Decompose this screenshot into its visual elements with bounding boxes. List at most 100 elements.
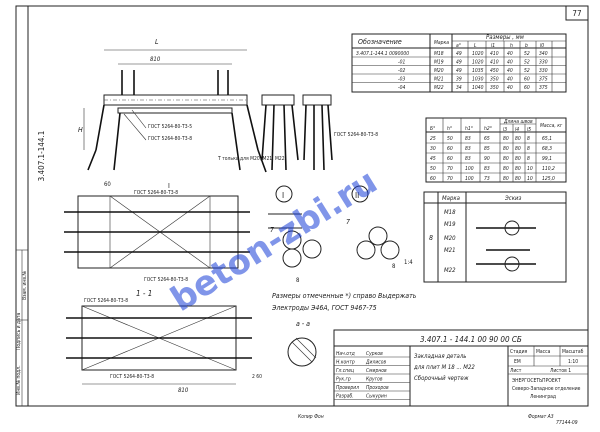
t-note: Т толька для М20, М21, М22 (217, 156, 285, 162)
table-cell: 80 (503, 136, 509, 142)
table-cell: 80 (515, 166, 521, 172)
table-cell: -04 (398, 85, 405, 91)
section-a-a: а - а (287, 320, 317, 367)
table-cell: 80 (503, 166, 509, 172)
detail-II: II 7 8 1:4 (346, 185, 413, 270)
sheet-frame (15, 5, 589, 407)
gost-callout-6: ГОСТ 5264-80-Т3-8 (84, 298, 128, 304)
svg-text:Формат А3: Формат А3 (528, 414, 554, 420)
svg-text:Длина швов: Длина швов (503, 119, 533, 125)
table-cell: 330 (539, 68, 548, 74)
svg-text:Взам. инв.№: Взам. инв.№ (22, 271, 28, 300)
svg-text:810: 810 (150, 56, 161, 63)
svg-text:Стадия: Стадия (510, 349, 528, 355)
svg-text:l1: l1 (491, 43, 495, 49)
table-cell: 60 (447, 146, 453, 152)
table-cell: 40 (507, 77, 513, 83)
table-cell: 70 (447, 166, 453, 172)
table-cell: 80 (515, 146, 521, 152)
table-cell: 8 (527, 156, 530, 162)
table-cell: 60 (524, 77, 530, 83)
svg-text:60: 60 (104, 181, 111, 188)
table-cell: М22 (434, 85, 444, 91)
table-cell: 410 (490, 60, 499, 66)
table-cell: 52 (524, 60, 530, 66)
table-cell: 50 (430, 166, 436, 172)
gost-callout-7: ГОСТ 5264-80-Т3-8 (110, 374, 154, 380)
sheet-number: 77 (572, 9, 581, 18)
table-cell: 83 (465, 136, 471, 142)
footer-left: Копир Фон (298, 414, 324, 420)
table-cell: 375 (539, 77, 548, 83)
gost-callout-5: ГОСТ 5264-80-Т3-8 (144, 277, 188, 283)
table-cell: 83 (465, 146, 471, 152)
table-cell: 1030 (472, 77, 484, 83)
svg-text:7: 7 (270, 226, 274, 234)
table-cell: 350 (490, 85, 499, 91)
mark-label: М20 (444, 235, 456, 242)
gost-callout-2: ГОСТ 5264-80-Т3-8 (148, 136, 192, 142)
staff-role: Проверил (336, 385, 359, 391)
table-cell: М18 (434, 51, 444, 57)
svg-text:a°: a° (456, 43, 461, 49)
footer-right: 77144-09 (556, 420, 578, 426)
staff-role: Н.контр (336, 360, 355, 366)
side-view: ГОСТ 5264-80-Т3-8 Т толька для М20, М21,… (217, 94, 378, 171)
top-elevation-view: L 810 H 60 ГОСТ 5264-80-Т3-5 ГОСТ 5264-8… (78, 38, 267, 188)
svg-text:h1°: h1° (465, 126, 473, 132)
table-cell: 10 (527, 166, 533, 172)
table-cell: 100 (465, 166, 474, 172)
mark-label: М19 (444, 221, 456, 228)
svg-text:H: H (78, 126, 83, 134)
table-cell: 65 (484, 136, 490, 142)
table-cell: 1020 (472, 60, 484, 66)
table-cell: 80 (515, 156, 521, 162)
table-cell: М21 (434, 77, 444, 83)
svg-text:ЭНЕРГОСЕТЬПРОЕКТ: ЭНЕРГОСЕТЬПРОЕКТ (512, 378, 561, 384)
table-cell: 100 (465, 176, 474, 182)
mark-label: М22 (444, 267, 456, 274)
svg-text:для плит М 18 ... М22: для плит М 18 ... М22 (413, 364, 475, 371)
mark-label: М21 (444, 247, 456, 254)
staff-name: Кругов (366, 377, 383, 383)
table-mid: Длина швов Б° h° h1° h2° l3 l4 l5 Масса,… (425, 117, 567, 183)
svg-text:l3: l3 (503, 127, 507, 133)
plan-view: ГОСТ 5264-80-Т3-8 ГОСТ 5264-80-Т3-8 I (64, 182, 250, 283)
table-cell: -01 (398, 60, 405, 66)
table-cell: 40 (507, 60, 513, 66)
staff-role: Гл.спец (336, 368, 354, 374)
svg-text:Обозначение: Обозначение (358, 38, 402, 46)
table-cell: 450 (490, 68, 499, 74)
table-cell: 375 (539, 85, 548, 91)
svg-text:1:4: 1:4 (404, 259, 413, 266)
svg-text:Инв.№ подл.: Инв.№ подл. (16, 365, 22, 395)
svg-text:l4: l4 (515, 127, 519, 133)
table-top: Обозначение Марка Размеры , мм a° L l1 h… (351, 33, 567, 93)
svg-text:1 - 1: 1 - 1 (136, 289, 152, 298)
svg-text:I: I (282, 191, 284, 200)
svg-text:Сборочный чертеж: Сборочный чертеж (414, 375, 469, 382)
svg-text:а - а: а - а (296, 320, 310, 328)
mark-label: М18 (444, 209, 456, 216)
table-cell: 50 (447, 136, 453, 142)
staff-name: Прохоров (366, 385, 389, 391)
table-cell: 10 (527, 176, 533, 182)
table-cell: 1020 (472, 51, 484, 57)
svg-text:8: 8 (296, 277, 300, 284)
table-cell: 52 (524, 51, 530, 57)
svg-text:Масса: Масса (536, 349, 551, 355)
table-cell: 83 (484, 166, 490, 172)
table-cell: 350 (490, 77, 499, 83)
svg-text:1:10: 1:10 (568, 359, 578, 365)
left-strip: Инв.№ подл. Подпись и дата Взам. инв.№ (16, 249, 28, 406)
svg-text:h2°: h2° (484, 126, 492, 132)
svg-text:II: II (355, 191, 359, 200)
note-line-1: Размеры отмеченные *) справо Выдержать (272, 292, 417, 300)
table-cell: 68,3 (542, 146, 552, 152)
table-cell: 30 (430, 146, 436, 152)
table-cell: 25 (430, 136, 436, 142)
table-cell: 40 (507, 68, 513, 74)
notes: Размеры отмеченные *) справо Выдержать Э… (271, 292, 417, 312)
table-cell: 65,1 (542, 136, 552, 142)
